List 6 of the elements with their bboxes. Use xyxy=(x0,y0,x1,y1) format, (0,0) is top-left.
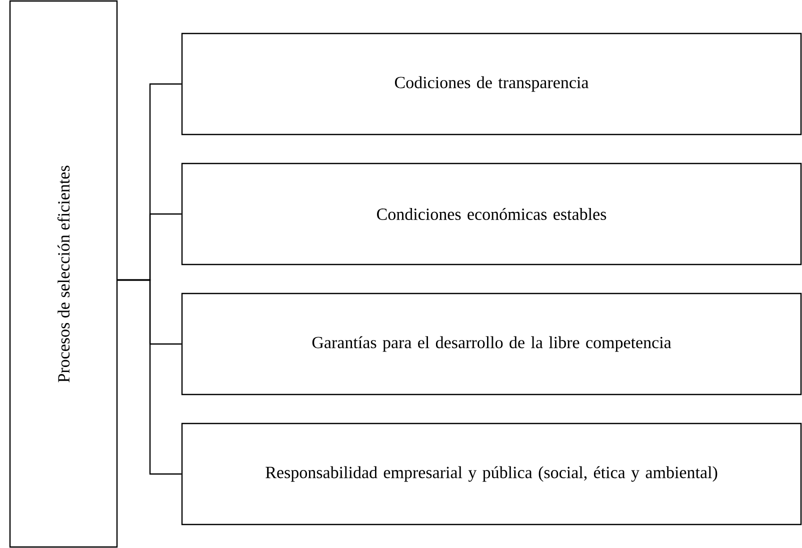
text-box: Garantías para el desarrollo de la libre competencia xyxy=(181,292,802,396)
text-box: Responsabilidad empresarial y pública (social, ética y ambiental) xyxy=(181,422,802,526)
text-box: Condiciones económicas estables xyxy=(181,162,802,266)
text-box: Codiciones de transparencia xyxy=(181,32,802,136)
connector-line xyxy=(118,279,182,475)
vertical-box: Procesos de selección eficientes xyxy=(9,0,118,548)
